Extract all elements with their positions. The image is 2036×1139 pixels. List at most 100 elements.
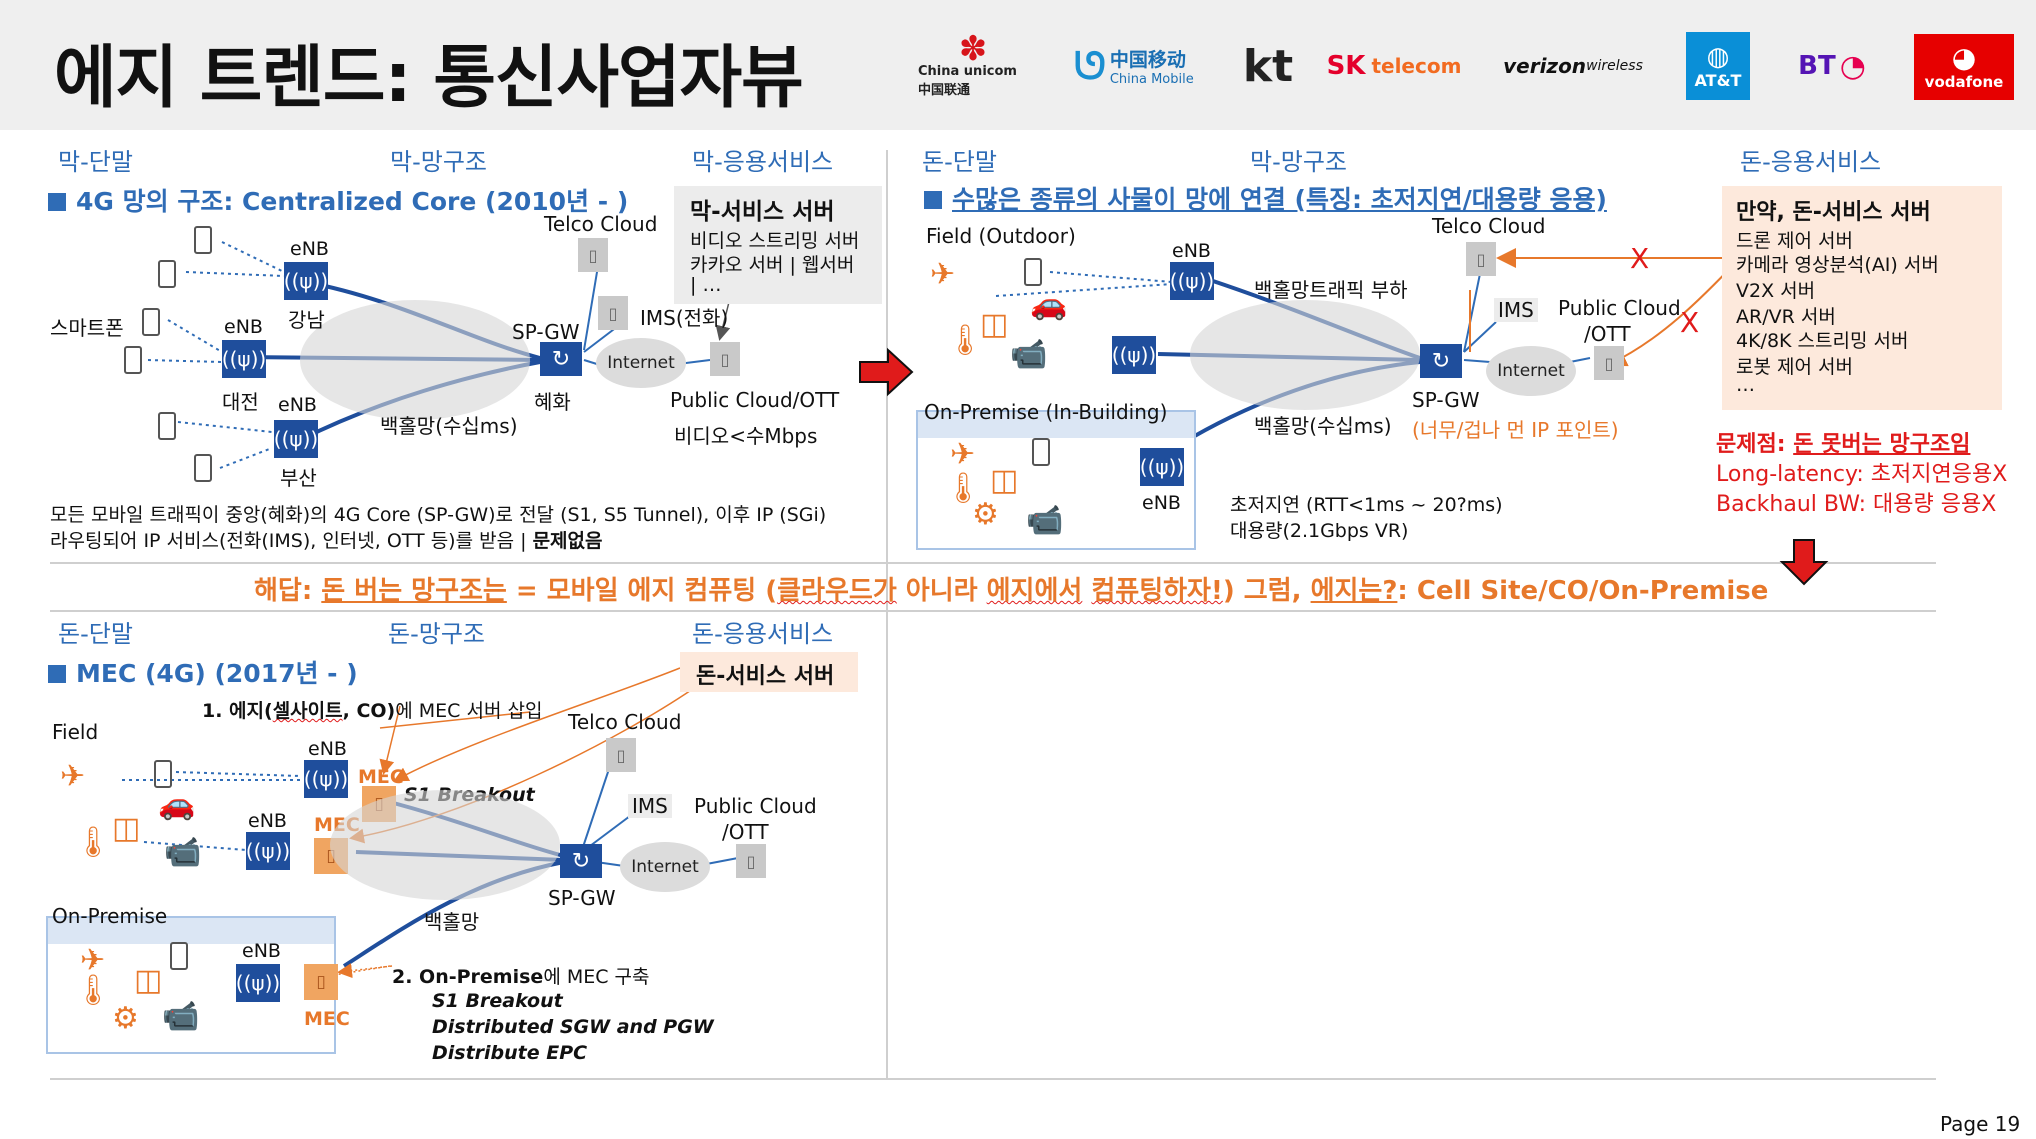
q2-capacity-note: 대용량(2.1Gbps VR) <box>1230 520 1409 542</box>
q3-step2-line1: S1 Breakout <box>432 990 563 1012</box>
page-number: Page 19 <box>1940 1112 2021 1136</box>
server-icon: ▯ <box>578 238 608 272</box>
mec-server-icon: ▯ <box>304 964 338 1000</box>
vr-headset-icon: ◫ <box>990 463 1019 498</box>
q3-public-cloud-label-2: /OTT <box>722 820 769 844</box>
server-icon: ▯ <box>1594 346 1624 380</box>
spgw-icon: ↻ <box>1420 344 1462 378</box>
q2-core-cloud <box>1190 300 1420 410</box>
server-icon: ▯ <box>736 844 766 878</box>
bullet-square-icon <box>924 191 942 209</box>
cctv-icon: 📹 <box>1010 337 1048 372</box>
q1-gangnam-label: 강남 <box>288 308 325 332</box>
q3-internet-cloud: Internet <box>620 842 710 892</box>
q3-enb-label: eNB <box>242 940 281 962</box>
phone-icon <box>142 308 160 336</box>
q3-step2-line2: Distributed SGW and PGW <box>432 1016 714 1038</box>
vr-headset-icon: ◫ <box>134 963 163 998</box>
blocked-x-mark: X <box>1630 242 1650 275</box>
q2-latency-note: 초저지연 (RTT<1ms ~ 20?ms) <box>1230 494 1503 516</box>
q1-daejeon-label: 대전 <box>222 390 259 414</box>
q3-field-label: Field <box>52 720 99 744</box>
q3-mec-label: MEC <box>358 766 404 788</box>
blocked-x-mark: X <box>1680 306 1700 339</box>
q1-enb-label: eNB <box>290 238 329 260</box>
q3-spgw-label: SP-GW <box>548 886 616 910</box>
enb-antenna-icon: ((ψ)) <box>246 832 290 870</box>
q1-enb-label: eNB <box>224 316 263 338</box>
drone-icon: ✈ <box>60 759 86 794</box>
att-logo: ◍ AT&T <box>1686 32 1750 100</box>
q1-busan-label: 부산 <box>280 466 317 490</box>
q2-problem-line2: Backhaul BW: 대용량 응용X <box>1716 492 1997 517</box>
cctv-icon: 📹 <box>162 999 200 1034</box>
divider-top <box>50 562 1936 564</box>
q1-col2-label: 막-망구조 <box>390 148 487 176</box>
q3-ims-label: IMS <box>628 794 672 818</box>
q2-heading: 수많은 종류의 사물이 망에 연결 (특징: 초저지연/대용량 응용) <box>924 180 1607 216</box>
q2-col3-label: 돈-응용서비스 <box>1740 148 1882 176</box>
phone-icon <box>1032 438 1050 466</box>
q2-problem-title: 문제점: 돈 못버는 망구조임 <box>1716 432 1971 457</box>
q2-traffic-load: 백홀망트래픽 부하 <box>1254 278 1408 302</box>
enb-antenna-icon: ((ψ)) <box>274 420 318 458</box>
phone-icon <box>158 412 176 440</box>
q3-enb-label: eNB <box>248 810 287 832</box>
q2-enb-label: eNB <box>1172 240 1211 262</box>
q2-on-premise-label: On-Premise (In-Building) <box>924 400 1168 424</box>
q1-internet-cloud: Internet <box>596 338 686 388</box>
q1-server-box: 막-서비스 서버 비디오 스트리밍 서버 카카오 서버 | 웹서버 | … <box>674 186 882 304</box>
phone-icon <box>1024 258 1042 286</box>
enb-antenna-icon: ((ψ)) <box>1170 262 1214 300</box>
q1-backhaul-label: 백홀망(수십ms) <box>380 414 518 438</box>
q1-spgw-label: SP-GW <box>512 320 580 344</box>
drone-icon: ✈ <box>950 437 976 472</box>
car-icon: 🚗 <box>1030 287 1068 322</box>
q2-public-cloud-label-1: Public Cloud <box>1558 296 1681 320</box>
q3-step2: 2. On-Premise에 MEC 구축 <box>392 966 650 988</box>
bullet-square-icon <box>48 193 66 211</box>
thermometer-icon: 🌡 <box>74 973 113 1008</box>
vr-headset-icon: ◫ <box>980 307 1009 342</box>
q2-public-cloud-label-2: /OTT <box>1584 322 1631 346</box>
q1-telco-cloud-label: Telco Cloud <box>544 212 658 236</box>
thermometer-icon: 🌡 <box>944 471 983 506</box>
q2-spgw-note: (너무/겁나 먼 IP 포인트) <box>1412 418 1619 442</box>
answer-line: 해답: 돈 버는 망구조는 = 모바일 에지 컴퓨팅 (클라우드가 아니라 에지… <box>254 576 1769 606</box>
q2-problem-line1: Long-latency: 초저지연응용X <box>1716 462 2008 487</box>
q2-backhaul-label: 백홀망(수십ms) <box>1254 414 1392 438</box>
q3-enb-label: eNB <box>308 738 347 760</box>
china-mobile-logo: ᘎ 中国移动 China Mobile <box>1074 43 1194 88</box>
q3-core-cloud <box>330 790 560 900</box>
q1-ims-label: IMS(전화) <box>640 306 729 330</box>
q1-public-cloud-label: Public Cloud/OTT <box>670 388 840 412</box>
q3-on-premise-label: On-Premise <box>52 904 168 928</box>
phone-icon <box>124 346 142 374</box>
q3-mec-label: MEC <box>304 1008 350 1030</box>
china-unicom-logo: ✽ China unicom中国联通 <box>918 29 1017 98</box>
q3-step2-line3: Distribute EPC <box>432 1042 588 1064</box>
enb-antenna-icon: ((ψ)) <box>222 340 266 378</box>
server-icon: ▯ <box>598 296 628 330</box>
q1-desc-line2: 라우팅되어 IP 서비스(전화(IMS), 인터넷, OTT 등)를 받음 | … <box>50 530 603 552</box>
vr-headset-icon: ◫ <box>112 811 141 846</box>
q3-col3-label: 돈-응용서비스 <box>692 620 834 648</box>
q2-col1-label: 돈-단말 <box>922 148 997 176</box>
q2-telco-cloud-label: Telco Cloud <box>1432 214 1546 238</box>
q1-col3-label: 막-응용서비스 <box>692 148 834 176</box>
page-title: 에지 트렌드: 통신사업자뷰 <box>54 39 804 118</box>
phone-icon <box>170 942 188 970</box>
server-icon: ▯ <box>606 738 636 772</box>
enb-antenna-icon: ((ψ)) <box>1140 448 1184 486</box>
q1-heading: 4G 망의 구조: Centralized Core (2010년 - ) <box>48 182 628 218</box>
spgw-icon: ↻ <box>540 342 582 376</box>
enb-antenna-icon: ((ψ)) <box>1112 336 1156 374</box>
q3-telco-cloud-label: Telco Cloud <box>568 710 682 734</box>
q1-enb-label: eNB <box>278 394 317 416</box>
bullet-square-icon <box>48 665 66 683</box>
car-icon: 🚗 <box>158 787 196 822</box>
phone-icon <box>154 760 172 788</box>
phone-icon <box>158 260 176 288</box>
q2-col2-label: 막-망구조 <box>1250 148 1347 176</box>
thermometer-icon: 🌡 <box>74 825 113 860</box>
